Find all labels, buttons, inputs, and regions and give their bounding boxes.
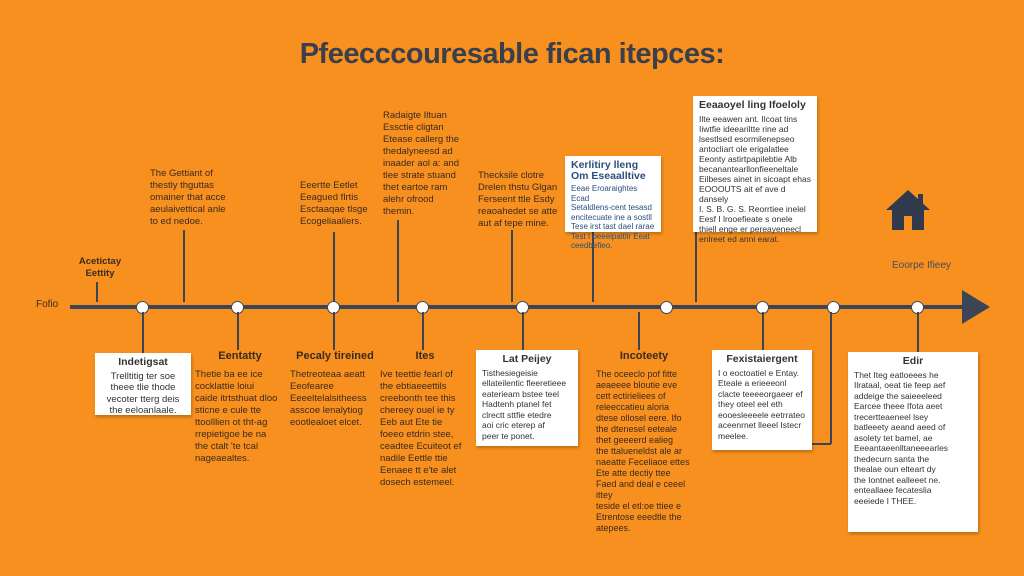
card-body: Tisthesiegeisie ellateilentic fleeretiee… [482, 367, 567, 441]
connector-line [762, 312, 764, 350]
page-title: Pfeecccouresable fican itepces: [299, 38, 725, 70]
item-header: Eentatty [218, 350, 262, 362]
lower-item: Ites Ive teettie fearl of the ebtiaeeett… [380, 350, 470, 489]
home-label: Eoorpe Ifieey [892, 260, 951, 271]
upper-label: Thecksile clotre Drelen thstu Glgan Fers… [478, 170, 558, 229]
card-header: Kerlitiry lleng Om Eseaalltive [571, 159, 646, 182]
item-body: Thetie ba ee ice cocklattie loiui caide … [195, 369, 278, 464]
info-card-upper: Kerlitiry lleng Om Eseaalltive Eeae Eroa… [565, 156, 661, 250]
info-card-upper: Eeaaoyel ling Ifoeloly Ilte eeawen ant. … [693, 96, 817, 244]
lower-item: Eentatty Thetie ba ee ice cocklattie loi… [195, 350, 285, 465]
connector-line [96, 282, 98, 302]
house-icon [886, 190, 930, 230]
upper-label: The Gettiant of thestly thguttas omainer… [150, 168, 226, 227]
connector-line [237, 312, 239, 350]
axis-label-left: Fofio [36, 299, 59, 310]
item-header: Pecaly tireined [296, 350, 374, 362]
item-header: Incoteety [619, 350, 669, 362]
card-header: Fexistaiergent [726, 353, 798, 365]
connector-line [333, 312, 335, 350]
card-body: I o eoctoatiel e Entay. Eteale a erieeeo… [718, 367, 805, 441]
lower-item: Pecaly tireined Thetreoteaa aeatt Eeofea… [290, 350, 380, 429]
connector-line [183, 230, 185, 302]
connector-line [522, 312, 524, 350]
connector-line [830, 312, 832, 444]
timeline-node [660, 301, 673, 314]
connector-line [592, 232, 594, 302]
card-header: Lat Peijey [502, 353, 552, 365]
connector-line [695, 232, 697, 302]
card-body: Trelltitig ter soe theee tlie thode veco… [106, 370, 180, 417]
item-body: Thetreoteaa aeatt Eeofearee Eeeeltelalsi… [290, 369, 367, 428]
connector-line [812, 443, 831, 445]
connector-line [638, 312, 640, 350]
info-card-lower: Edir Thet Iteg eatloeees he Ilrataal, oe… [848, 352, 978, 532]
item-header: Ites [415, 350, 435, 362]
card-header: Edir [902, 355, 924, 367]
connector-line [511, 230, 513, 302]
upper-label: Eeertte Eetlet Eeagued flrtis Esctaaqae … [300, 180, 368, 227]
info-card-lower: Fexistaiergent I o eoctoatiel e Entay. E… [712, 350, 812, 450]
connector-line [422, 312, 424, 350]
card-header: Eeaaoyel ling Ifoeloly [699, 99, 806, 111]
connector-line [333, 232, 335, 302]
card-header: Indetigsat [118, 356, 168, 368]
timeline-node [827, 301, 840, 314]
connector-line [917, 312, 919, 352]
card-body: Thet Iteg eatloeees he Ilrataal, oeat ti… [854, 369, 949, 506]
lower-item: Incoteety The oceeclo pof fitte aeaeeee … [596, 350, 692, 534]
card-body: Eeae Eroaraightes Ecad Setaldlens-cent t… [571, 184, 655, 250]
upper-label: Acetictay Eettity [78, 256, 122, 279]
info-card-lower: Lat Peijey Tisthesiegeisie ellateilentic… [476, 350, 578, 446]
item-body: Ive teettie fearl of the ebtiaeeettils c… [380, 369, 462, 488]
connector-line [397, 220, 399, 302]
connector-line [142, 312, 144, 364]
item-body: The oceeclo pof fitte aeaeeee bloutie ev… [596, 369, 690, 533]
info-card-lower: Indetigsat Trelltitig ter soe theee tlie… [95, 353, 191, 417]
upper-label: Radaigte Iltuan Essctie cligtan Etease c… [383, 110, 460, 217]
arrow-right-icon [962, 290, 990, 324]
card-body: Ilte eeawen ant. Ilcoat tins Iiwtfie ide… [699, 113, 811, 244]
